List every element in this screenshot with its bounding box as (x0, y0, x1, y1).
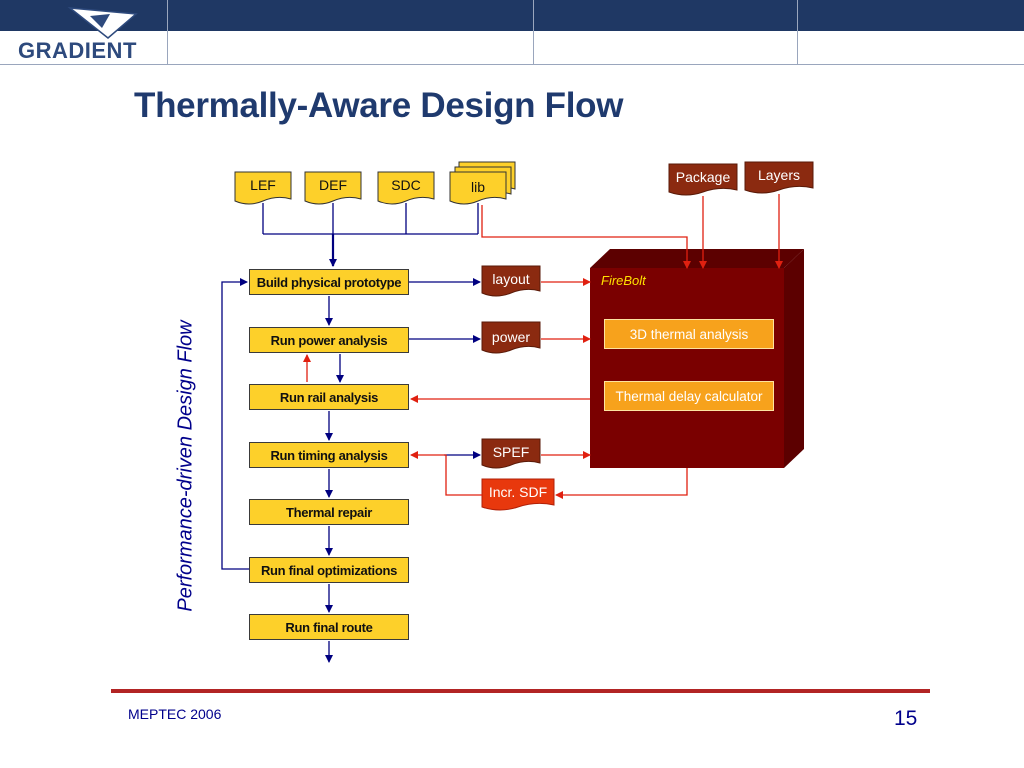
step-build-physical-prototype: Build physical prototype (249, 269, 409, 295)
sdf-to-timing-arrow (410, 451, 482, 496)
footer-rule (111, 689, 930, 693)
lef-doc-label: LEF (250, 177, 276, 193)
module-thermal-delay-calculator: Thermal delay calculator (604, 381, 774, 411)
sdc-doc-label: SDC (391, 177, 421, 193)
side-label: Performance-driven Design Flow (174, 320, 197, 612)
step-run-rail-analysis: Run rail analysis (249, 384, 409, 410)
step-run-timing-analysis: Run timing analysis (249, 442, 409, 468)
logo-arrow-icon (67, 7, 138, 39)
step-thermal-repair: Thermal repair (249, 499, 409, 525)
layout-doc-shape (481, 265, 541, 297)
lib-doc-label: lib (470, 179, 485, 195)
firebolt-side-face (784, 249, 804, 468)
lib-to-firebolt-arrow (481, 205, 691, 269)
header-white-strip (0, 31, 1024, 64)
firebolt-title: FireBolt (601, 273, 646, 288)
firebolt-to-sdf-arrow (555, 468, 688, 499)
sdc-doc-shape (377, 171, 435, 205)
power-doc-shape (481, 321, 541, 354)
header-divider (533, 0, 534, 64)
page-title: Thermally-Aware Design Flow (134, 86, 624, 125)
layout-doc-label: layout (492, 271, 530, 287)
spef-doc-shape (481, 438, 541, 469)
header-navy-strip (0, 0, 1024, 31)
package-doc-label: Package (675, 169, 731, 185)
def-doc-shape (304, 171, 362, 205)
firebolt-box (590, 268, 784, 468)
input-merge-connectors (262, 203, 479, 235)
lib-doc-shape (449, 171, 507, 205)
spef-doc-label: SPEF (492, 444, 530, 460)
def-doc-label: DEF (319, 177, 347, 193)
firebolt-top-face (590, 249, 804, 268)
power-doc-label: power (491, 329, 531, 345)
footer-event: MEPTEC 2006 (128, 706, 222, 722)
logo-wordmark: GRADIENT (18, 38, 137, 63)
gradient-logo (14, 4, 164, 64)
module-3d-thermal-analysis: 3D thermal analysis (604, 319, 774, 349)
layers-doc-label: Layers (757, 167, 801, 183)
header-bottom-rule (0, 64, 1024, 65)
lef-doc-shape (234, 171, 292, 205)
layers-doc-shape (744, 161, 814, 194)
header-divider (797, 0, 798, 64)
header-divider (167, 0, 168, 64)
incr-sdf-doc-shape (481, 478, 555, 511)
incr-sdf-doc-label: Incr. SDF (488, 484, 548, 500)
step-run-final-optimizations: Run final optimizations (249, 557, 409, 583)
optimization-loop-arrow (221, 278, 249, 570)
step-run-final-route: Run final route (249, 614, 409, 640)
page-number: 15 (894, 707, 918, 730)
package-doc-shape (668, 163, 738, 196)
step-run-power-analysis: Run power analysis (249, 327, 409, 353)
